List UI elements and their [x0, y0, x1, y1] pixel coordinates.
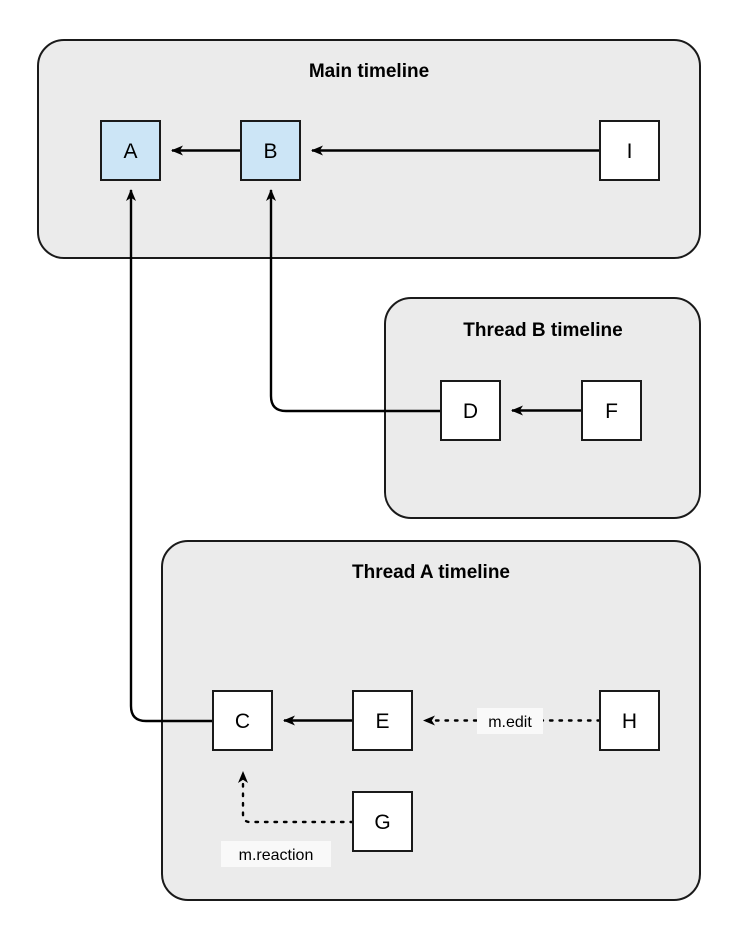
node-h[interactable]: H — [599, 690, 660, 751]
edge-label-m-reaction-bg — [221, 841, 331, 867]
edge-label-m-reaction: m.reaction — [221, 841, 331, 867]
edge-label-m-edit: m.edit — [477, 708, 543, 734]
node-h-box — [599, 690, 660, 751]
node-a[interactable]: A — [100, 120, 161, 181]
edge-d-to-b — [266, 189, 441, 413]
group-thread-b-timeline-box — [384, 297, 701, 519]
node-g-label: G — [374, 811, 390, 834]
node-b-label: B — [263, 140, 277, 163]
edge-label-m-reaction-text: m.reaction — [239, 847, 314, 864]
node-c[interactable]: C — [212, 690, 273, 751]
node-g[interactable]: G — [352, 791, 413, 852]
node-b-box — [240, 120, 301, 181]
node-i-label: I — [627, 140, 633, 163]
edge-label-m-edit-bg — [477, 708, 543, 734]
group-main-timeline-title: Main timeline — [309, 61, 429, 82]
node-d[interactable]: D — [440, 380, 501, 441]
group-main-timeline[interactable]: Main timeline — [37, 39, 701, 259]
node-d-label: D — [463, 400, 478, 423]
node-c-box — [212, 690, 273, 751]
node-c-label: C — [235, 710, 250, 733]
node-d-box — [440, 380, 501, 441]
node-a-label: A — [123, 140, 137, 163]
node-b[interactable]: B — [240, 120, 301, 181]
node-f-label: F — [605, 400, 618, 423]
node-g-box — [352, 791, 413, 852]
node-i[interactable]: I — [599, 120, 660, 181]
edge-c-to-a — [126, 189, 213, 723]
node-i-box — [599, 120, 660, 181]
node-h-label: H — [622, 710, 637, 733]
group-thread-b-timeline[interactable]: Thread B timeline — [384, 297, 701, 519]
node-e-box — [352, 690, 413, 751]
node-e-label: E — [375, 710, 389, 733]
node-f[interactable]: F — [581, 380, 642, 441]
node-a-box — [100, 120, 161, 181]
edge-g-to-c — [238, 770, 355, 824]
group-thread-a-timeline-title: Thread A timeline — [352, 562, 510, 583]
node-e[interactable]: E — [352, 690, 413, 751]
group-thread-b-timeline-title: Thread B timeline — [463, 320, 622, 341]
edge-label-m-edit-text: m.edit — [488, 714, 532, 731]
node-f-box — [581, 380, 642, 441]
group-main-timeline-box — [37, 39, 701, 259]
